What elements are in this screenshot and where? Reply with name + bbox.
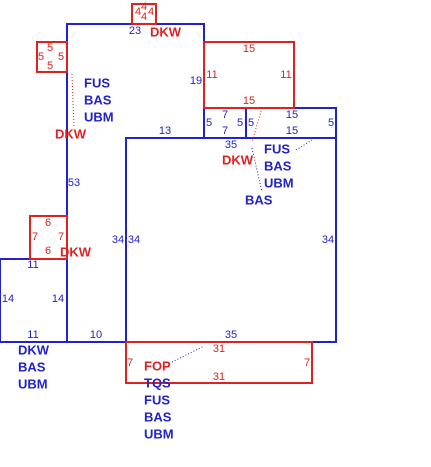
dimension-label: 15 — [243, 43, 255, 55]
dimension-label: 7 — [304, 357, 310, 369]
main-lower-block — [125, 137, 337, 343]
dimension-label: 5 — [58, 51, 64, 63]
dimension-label: 15 — [286, 109, 298, 121]
porch-codes-line: BAS — [144, 410, 172, 425]
dimension-label: 6 — [45, 217, 51, 229]
dimension-label: 4 — [141, 11, 147, 23]
dkw-left-bump-line: DKW — [60, 245, 92, 260]
right-narrow-room — [245, 107, 337, 139]
top-right-red-room — [203, 41, 295, 109]
dimension-label: 23 — [129, 25, 141, 37]
right-room-codes-line: BAS — [264, 159, 292, 174]
dimension-label: 35 — [225, 329, 237, 341]
dimension-label: 5 — [248, 117, 254, 129]
dimension-label: 53 — [68, 177, 80, 189]
top-small-square — [131, 3, 157, 25]
porch-codes-line: TQS — [144, 376, 171, 391]
dimension-label: 4 — [141, 1, 147, 13]
dimension-label: 7 — [32, 231, 38, 243]
dimension-label: 5 — [47, 60, 53, 72]
dimension-label: 34 — [128, 234, 140, 246]
dimension-label: 11 — [27, 329, 38, 341]
upper-block-codes-line: BAS — [84, 93, 112, 108]
dimension-label: 4 — [135, 6, 141, 18]
right-room-codes-line: FUS — [264, 142, 290, 157]
left-wing-codes-line: UBM — [18, 377, 48, 392]
porch-codes-line: UBM — [144, 427, 174, 442]
dimension-label: 13 — [159, 125, 171, 137]
bas-middle-line: BAS — [245, 193, 273, 208]
dimension-label: 11 — [206, 69, 217, 81]
left-wing-dkw-line: DKW — [18, 343, 50, 358]
dimension-label: 19 — [190, 75, 202, 87]
dimension-label: 11 — [27, 259, 38, 271]
upper-block-codes-line: FUS — [84, 76, 110, 91]
leader-line — [71, 73, 75, 129]
right-room-codes-line: UBM — [264, 176, 294, 191]
left-small-square — [36, 41, 68, 73]
dkw-middle-line: DKW — [222, 153, 254, 168]
dimension-label: 10 — [90, 329, 102, 341]
dimension-label: 7 — [58, 231, 64, 243]
dimension-label: 11 — [280, 69, 291, 81]
leader-line — [295, 139, 313, 151]
dimension-label: 35 — [225, 139, 237, 151]
dimension-label: 7 — [222, 125, 228, 137]
main-upper-block — [66, 23, 205, 343]
dimension-label: 5 — [328, 117, 334, 129]
dimension-label: 5 — [206, 117, 212, 129]
left-bump — [29, 215, 68, 260]
dimension-label: 31 — [213, 371, 225, 383]
upper-block-codes-line: UBM — [84, 110, 114, 125]
dimension-label: 31 — [213, 343, 225, 355]
dimension-label: 5 — [237, 117, 243, 129]
dimension-label: 15 — [243, 95, 255, 107]
leader-line — [171, 345, 205, 363]
dimension-label: 14 — [52, 293, 64, 305]
porch-codes-line: FUS — [144, 393, 170, 408]
leader-line — [251, 147, 263, 193]
dimension-label: 7 — [127, 357, 133, 369]
dimension-label: 15 — [286, 125, 298, 137]
left-wing-codes-line: BAS — [18, 360, 46, 375]
dimension-label: 5 — [47, 42, 53, 54]
dimension-label: 5 — [38, 51, 44, 63]
dkw-upper-left-line: DKW — [55, 127, 87, 142]
dimension-label: 14 — [2, 293, 14, 305]
dimension-label: 34 — [112, 234, 124, 246]
porch-codes-red-line: FOP — [144, 359, 171, 374]
front-porch — [125, 341, 313, 384]
dkw-top-line: DKW — [150, 25, 182, 40]
dimension-label: 7 — [222, 109, 228, 121]
dimension-label: 6 — [45, 245, 51, 257]
dimension-label: 34 — [322, 234, 334, 246]
dimension-label: 4 — [148, 6, 154, 18]
